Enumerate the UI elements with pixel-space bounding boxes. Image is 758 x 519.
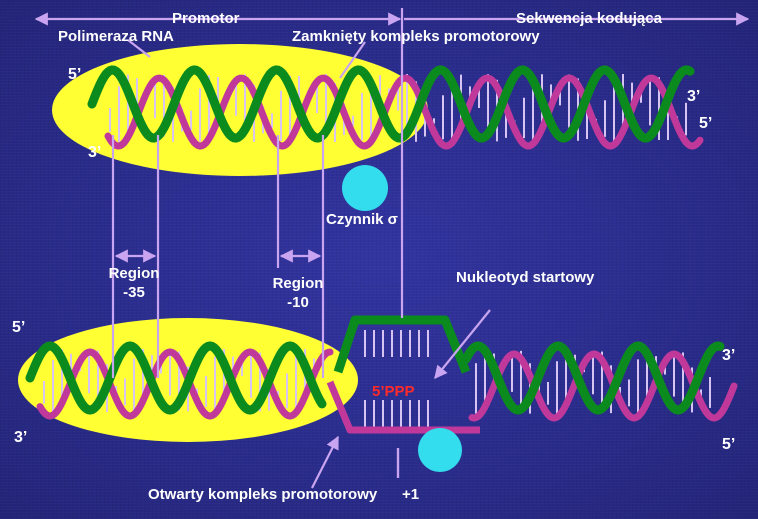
sigma-factor-top bbox=[342, 165, 388, 211]
open-complex-label: Otwarty kompleks promotorowy bbox=[148, 487, 377, 502]
region-35-label-line2: -35 bbox=[102, 285, 166, 300]
bottom-left-5-prime: 5’ bbox=[12, 320, 25, 336]
region-10-label-line1: Region bbox=[266, 276, 330, 291]
open-complex-pointer bbox=[312, 437, 338, 488]
region-35-label-line1: Region bbox=[102, 266, 166, 281]
bottom-right-5-prime: 5’ bbox=[722, 437, 735, 453]
promotor-label: Promotor bbox=[172, 11, 240, 26]
top-right-3-prime: 3’ bbox=[687, 89, 700, 105]
rna-polymerase-label: Polimeraza RNA bbox=[58, 29, 174, 44]
bottom-left-3-prime: 3’ bbox=[14, 430, 27, 446]
top-left-5-prime: 5’ bbox=[68, 67, 81, 83]
sigma-factor-bottom bbox=[418, 428, 462, 472]
sigma-factor-label: Czynnik σ bbox=[326, 212, 398, 227]
top-left-3-prime: 3’ bbox=[88, 145, 101, 161]
bubble-rungs bbox=[365, 330, 428, 428]
top-right-5-prime: 5’ bbox=[699, 116, 712, 132]
region-35-label: Region -35 bbox=[102, 266, 166, 300]
closed-complex-label: Zamknięty kompleks promotorowy bbox=[292, 29, 540, 44]
region-10-label: Region -10 bbox=[266, 276, 330, 310]
start-nucleotide-label: Nukleotyd startowy bbox=[456, 270, 594, 285]
ppp-label: 5’PPP bbox=[372, 384, 415, 399]
plus-one-label: +1 bbox=[402, 487, 419, 502]
region-10-label-line2: -10 bbox=[266, 295, 330, 310]
bottom-right-3-prime: 3’ bbox=[722, 348, 735, 364]
coding-sequence-label: Sekwencja kodująca bbox=[516, 11, 662, 26]
